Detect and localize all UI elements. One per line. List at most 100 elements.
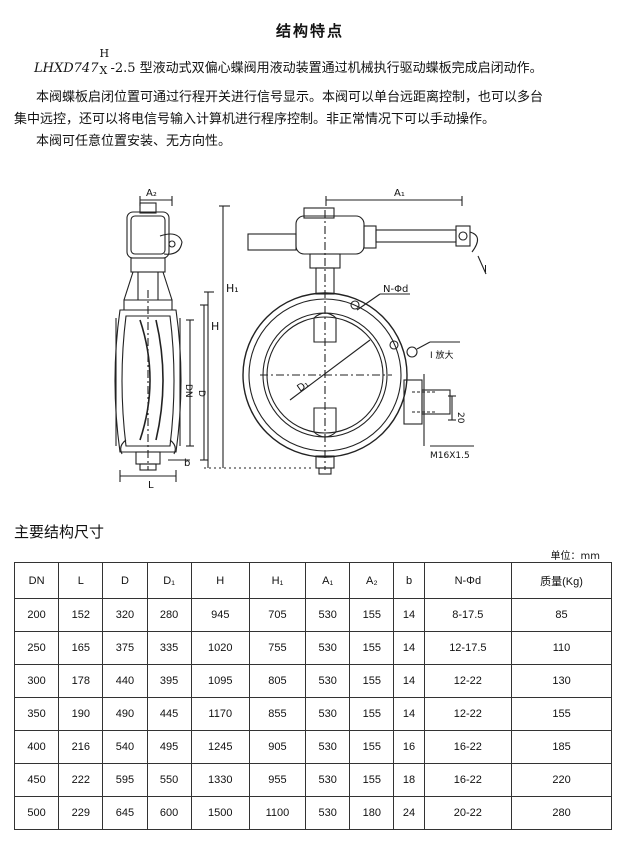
table-header-cell: A₂ bbox=[349, 562, 395, 599]
table-cell: 375 bbox=[102, 631, 148, 665]
table-cell: 595 bbox=[102, 763, 148, 797]
table-cell: 495 bbox=[146, 730, 192, 764]
paragraph-4: 本阀可任意位置安装、无方向性。 bbox=[36, 134, 232, 149]
table-cell: 530 bbox=[305, 796, 351, 830]
table-cell: 152 bbox=[58, 598, 104, 632]
table-cell: 12-22 bbox=[423, 664, 513, 698]
unit-label: 单位：mm bbox=[550, 551, 600, 562]
label-i: I bbox=[484, 264, 487, 275]
table-cell: 1170 bbox=[190, 697, 250, 731]
detail-i bbox=[403, 374, 474, 447]
label-h: H bbox=[211, 320, 219, 333]
table-cell: 155 bbox=[349, 664, 395, 698]
table-cell: 905 bbox=[248, 730, 307, 764]
label-dim-20: 20 bbox=[455, 412, 465, 424]
table-header-cell: D₁ bbox=[146, 562, 192, 599]
table-cell: 530 bbox=[305, 730, 351, 764]
table-cell: 155 bbox=[349, 598, 395, 632]
table-cell: 1020 bbox=[190, 631, 250, 665]
table-cell: 12-22 bbox=[423, 697, 513, 731]
label-i-scale: I 放大 bbox=[430, 349, 454, 361]
label-h1: H₁ bbox=[226, 282, 239, 295]
table-cell: 216 bbox=[58, 730, 104, 764]
table-cell: 16 bbox=[393, 730, 425, 764]
table-cell: 1245 bbox=[190, 730, 250, 764]
table-header-cell: L bbox=[58, 562, 104, 599]
table-header-cell: N-Φd bbox=[423, 562, 513, 599]
table-cell: 16-22 bbox=[423, 730, 513, 764]
table-cell: 320 bbox=[102, 598, 148, 632]
table-cell: 1095 bbox=[190, 664, 250, 698]
table-cell: 450 bbox=[13, 763, 60, 797]
table-header-cell: D bbox=[102, 562, 148, 599]
table-cell: 185 bbox=[511, 730, 612, 764]
table-cell: 645 bbox=[102, 796, 148, 830]
table-header-cell: A₁ bbox=[305, 562, 351, 599]
table-cell: 24 bbox=[393, 796, 425, 830]
table-cell: 755 bbox=[248, 631, 307, 665]
table-header-cell: H bbox=[190, 562, 250, 599]
table-cell: 16-22 bbox=[423, 763, 513, 797]
table-cell: 395 bbox=[146, 664, 192, 698]
paragraph-3: 集中远控，还可以将电信号输入计算机进行程序控制。非正常情况下可以手动操作。 bbox=[14, 112, 496, 127]
page-title: 结构特点 bbox=[275, 22, 344, 40]
paragraph-2: 本阀蝶板启闭位置可通过行程开关进行信号显示。本阀可以单台远距离控制，也可以多台 bbox=[36, 90, 544, 105]
table-cell: 220 bbox=[511, 763, 612, 797]
table-cell: 440 bbox=[102, 664, 148, 698]
label-d: D bbox=[196, 390, 206, 397]
table-cell: 14 bbox=[393, 697, 425, 731]
table-cell: 855 bbox=[248, 697, 307, 731]
side-view bbox=[114, 196, 314, 482]
table-cell: 155 bbox=[349, 631, 395, 665]
table-cell: 85 bbox=[511, 598, 612, 632]
table-cell: 300 bbox=[13, 664, 60, 698]
table-cell: 20-22 bbox=[423, 796, 513, 830]
table-cell: 445 bbox=[146, 697, 192, 731]
table-cell: 530 bbox=[305, 598, 351, 632]
table-cell: 530 bbox=[305, 697, 351, 731]
label-dn: DN bbox=[183, 384, 193, 398]
table-cell: 222 bbox=[58, 763, 104, 797]
table-cell: 280 bbox=[146, 598, 192, 632]
table-cell: 705 bbox=[248, 598, 307, 632]
table-cell: 530 bbox=[305, 763, 351, 797]
table-cell: 1330 bbox=[190, 763, 250, 797]
table-cell: 180 bbox=[349, 796, 395, 830]
valve-drawing: A₂ A₁ H H₁ DN D D₁ b L N-Φd I I 放大 20 M1… bbox=[114, 188, 487, 491]
table-cell: 110 bbox=[511, 631, 612, 665]
table-cell: 155 bbox=[349, 763, 395, 797]
table-cell: 805 bbox=[248, 664, 307, 698]
model-sup: H bbox=[99, 47, 110, 60]
table-cell: 130 bbox=[511, 664, 612, 698]
label-bolt: M16X1.5 bbox=[430, 451, 470, 461]
table-cell: 155 bbox=[349, 730, 395, 764]
label-b: b bbox=[184, 458, 190, 469]
table-header-cell: 质量(Kg) bbox=[511, 562, 612, 599]
table-cell: 200 bbox=[13, 598, 60, 632]
table-cell: 18 bbox=[393, 763, 425, 797]
label-d1: D₁ bbox=[295, 379, 311, 395]
table-cell: 280 bbox=[511, 796, 612, 830]
table-cell: 190 bbox=[58, 697, 104, 731]
table-cell: 550 bbox=[146, 763, 192, 797]
table-cell: 250 bbox=[13, 631, 60, 665]
table-cell: 1100 bbox=[248, 796, 307, 830]
label-l: L bbox=[148, 480, 154, 491]
model-number: LHXD747 bbox=[34, 61, 99, 76]
table-cell: 155 bbox=[349, 697, 395, 731]
label-n-phi-d: N-Φd bbox=[383, 284, 408, 295]
table-cell: 1500 bbox=[190, 796, 250, 830]
table-cell: 12-17.5 bbox=[423, 631, 513, 665]
table-header-cell: DN bbox=[13, 562, 60, 599]
table-cell: 530 bbox=[305, 631, 351, 665]
table-cell: 165 bbox=[58, 631, 104, 665]
table-cell: 335 bbox=[146, 631, 192, 665]
table-cell: 540 bbox=[102, 730, 148, 764]
